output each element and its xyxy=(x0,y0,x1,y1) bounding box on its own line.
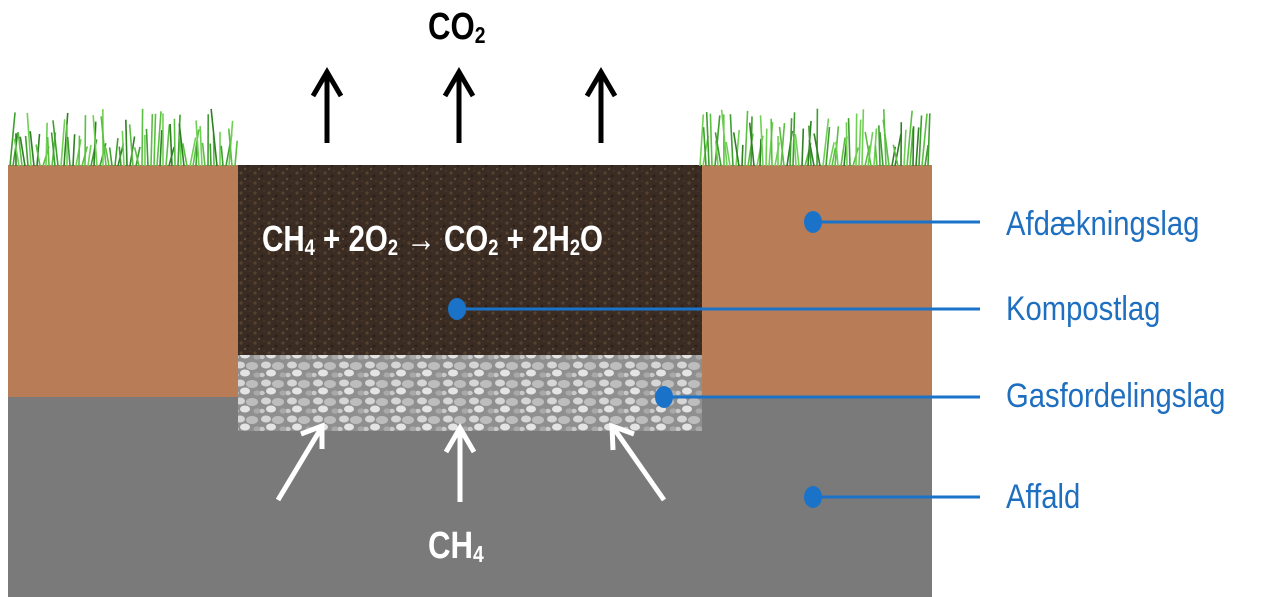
ch4-bottom-label: CH4 xyxy=(428,525,484,568)
grass-left xyxy=(9,108,238,167)
cover-layer-left xyxy=(8,165,238,397)
callout-kompostlag xyxy=(448,298,980,320)
callout-dot-icon xyxy=(655,386,673,408)
co2-arrow-right xyxy=(584,67,618,143)
callout-dot-icon xyxy=(804,211,822,233)
label-gasfordelingslag: Gasfordelingslag xyxy=(1006,377,1226,415)
co2-arrow-left xyxy=(310,67,344,143)
reaction-formula: CH4 + 2O2 → CO2 + 2H2O xyxy=(262,218,603,261)
callout-dot-icon xyxy=(804,486,822,508)
grass-right xyxy=(699,108,931,167)
callout-gasfordelingslag xyxy=(655,386,980,408)
ch4-arrow-right xyxy=(609,422,667,502)
label-affald: Affald xyxy=(1006,478,1081,516)
callout-affald xyxy=(804,486,980,508)
cover-layer-right xyxy=(702,165,932,397)
compost-layer xyxy=(238,165,702,355)
label-kompostlag: Kompostlag xyxy=(1006,290,1161,328)
co2-arrow-center xyxy=(442,67,476,143)
gravel-layer xyxy=(238,355,702,431)
ch4-arrow-left xyxy=(275,422,325,502)
callout-dot-icon xyxy=(448,298,466,320)
ch4-arrow-center xyxy=(443,423,477,502)
co2-top-label: CO2 xyxy=(428,6,486,49)
callout-afdaekningslag xyxy=(804,211,980,233)
label-afdaekningslag: Afdækningslag xyxy=(1006,205,1200,243)
